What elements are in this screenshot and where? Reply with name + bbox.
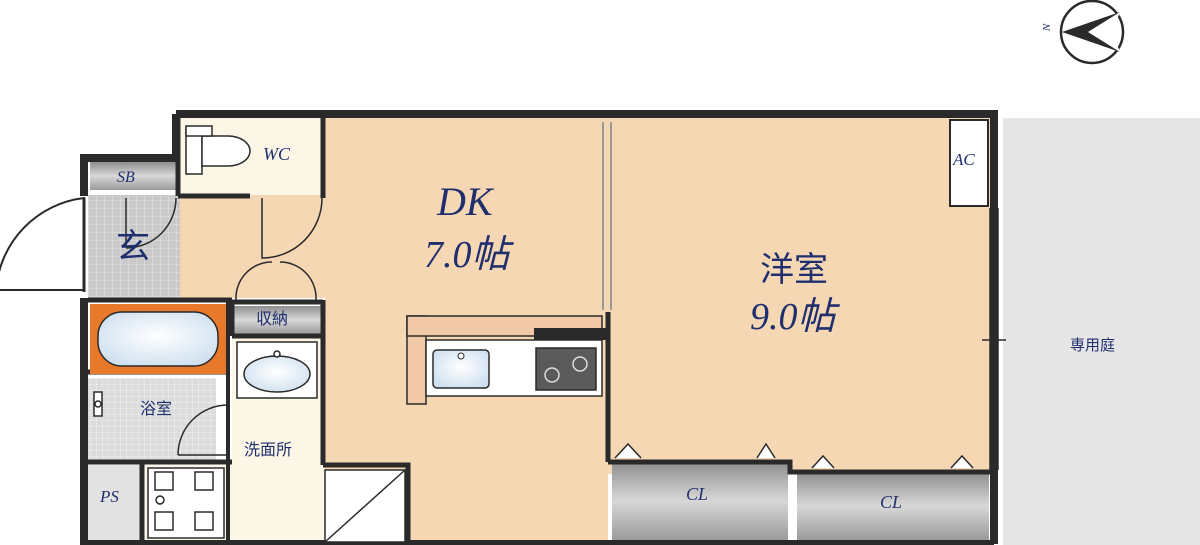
bathtub-basin [97, 311, 219, 367]
closet-right-label: CL [880, 492, 903, 512]
western-room-size-label: 9.0帖 [750, 296, 836, 338]
entrance-door [0, 196, 86, 292]
garden-label: 専用庭 [1070, 336, 1116, 354]
storage-label: 収納 [256, 309, 289, 328]
door-swings [125, 197, 323, 456]
washroom-label: 洗面所 [244, 440, 293, 459]
laundry-pan [147, 467, 225, 539]
kitchen [406, 315, 608, 405]
wc-label: WC [263, 144, 290, 164]
closet-doors [612, 442, 989, 474]
dk-size-label: 7.0帖 [424, 234, 510, 276]
bath-label: 浴室 [140, 399, 173, 418]
cooktop [535, 347, 597, 391]
ac-box [949, 119, 989, 207]
shoe-cabinet [324, 469, 406, 543]
compass-icon [1059, 0, 1125, 65]
bath-floor [88, 378, 216, 460]
wash-basin [236, 341, 318, 399]
sliding-door-dk-western [602, 122, 612, 310]
sb-label: SB [117, 169, 135, 186]
genkan-floor [88, 195, 180, 298]
hall-floor [180, 195, 325, 298]
closet-left-body [612, 462, 788, 540]
sb-body [90, 162, 177, 190]
closet-left-label: CL [686, 484, 709, 504]
genkan-label: 玄 [116, 227, 150, 267]
ac-label: AC [953, 150, 975, 169]
east-window [982, 208, 1006, 470]
western-room-name-label: 洋室 [760, 250, 828, 290]
closet-right-body [797, 472, 989, 540]
ps-label: PS [100, 487, 119, 506]
western-room-floor [608, 118, 990, 474]
bath-faucet [93, 391, 103, 417]
kitchen-sink [432, 349, 490, 389]
garden-area [1003, 118, 1200, 545]
toilet [185, 125, 251, 175]
ps-floor [88, 465, 140, 542]
dk-name-label: DK [437, 179, 493, 224]
storage-body [232, 306, 323, 334]
compass-north-label: N [1041, 23, 1054, 32]
